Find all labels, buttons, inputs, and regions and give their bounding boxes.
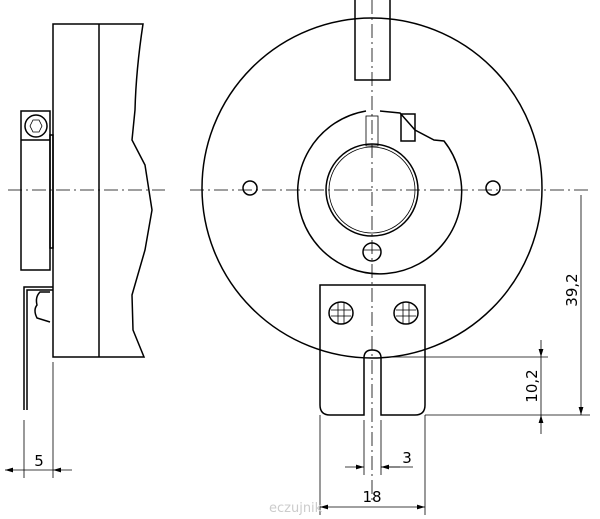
side-body	[52, 23, 153, 358]
side-plate	[49, 134, 54, 249]
top-slot	[354, 0, 391, 81]
dim-slot-width: 3	[402, 449, 412, 467]
side-bracket-screw	[34, 291, 51, 323]
bracket-screw-left	[328, 301, 354, 325]
watermark: eczujnik	[269, 501, 323, 516]
hex-screw-icon	[24, 114, 48, 138]
mount-hole-right	[485, 180, 501, 196]
dimensions: 5 3 18 10,2 39,2	[5, 195, 590, 515]
side-clamp	[20, 110, 51, 271]
side-bracket	[23, 286, 53, 410]
dim-bracket-width: 18	[362, 488, 381, 506]
dim-center-height: 39,2	[563, 273, 581, 306]
side-view	[8, 23, 165, 410]
clamp-collar	[296, 110, 463, 275]
dim-bracket-offset: 5	[34, 452, 44, 470]
mount-hole-left	[242, 180, 258, 196]
collar-screw-head	[400, 113, 416, 142]
dim-slot-depth: 10,2	[523, 369, 541, 402]
bracket-screw-right	[393, 301, 419, 325]
front-view	[190, 0, 590, 500]
